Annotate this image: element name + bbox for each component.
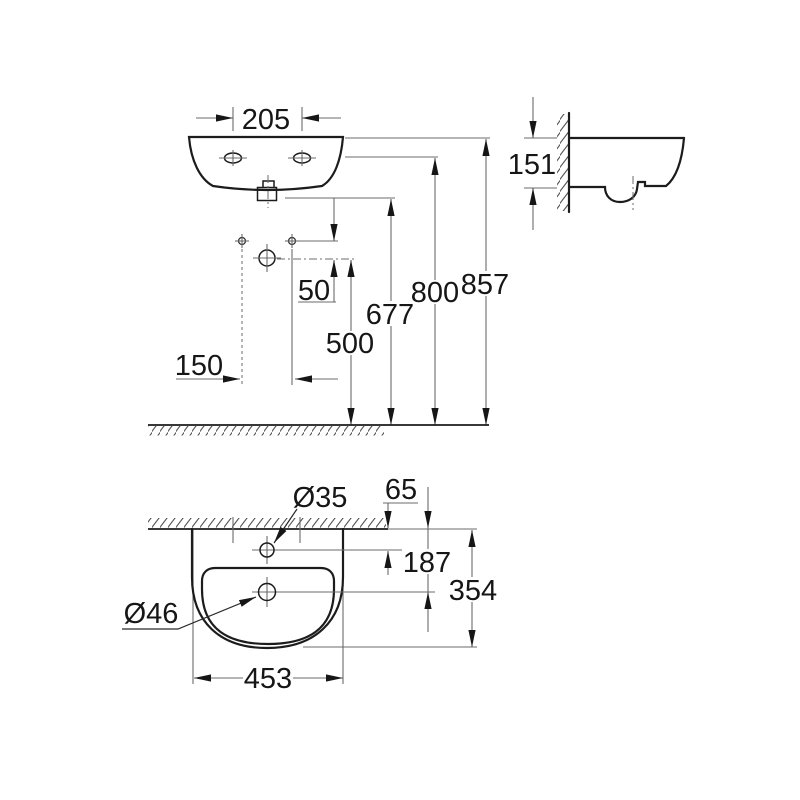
dim-677-label-bg xyxy=(367,301,414,326)
floor xyxy=(148,424,489,436)
drain-body xyxy=(256,186,278,202)
dim-wall-to-drain: 187 xyxy=(402,487,452,632)
faucet-hole-front xyxy=(253,244,281,272)
dim-857-label: 857 xyxy=(461,269,509,301)
dim-354-label-bg xyxy=(448,577,498,602)
plan-wall-hatch xyxy=(148,518,386,529)
plan-faucet-hole: Ø35 xyxy=(252,482,450,564)
front-basin-outline xyxy=(187,135,345,192)
dim-453-label: 453 xyxy=(244,663,292,695)
plan-view: Ø35 Ø46 65 187 xyxy=(122,474,498,695)
front-view: 205 50 150 500 677 xyxy=(148,104,509,436)
dim-500-label: 500 xyxy=(326,328,374,360)
dim-tap-spacing: 205 xyxy=(196,104,341,136)
dim-151-label: 151 xyxy=(508,149,556,181)
side-basin-profile xyxy=(567,136,686,204)
tap-hole-right xyxy=(288,150,316,166)
dim-187-label-bg xyxy=(402,549,452,574)
fixing-hole-right xyxy=(285,234,299,248)
dim-500-label-bg xyxy=(327,331,374,355)
dim-body-depth: 151 xyxy=(508,97,557,230)
dim-857-label-bg xyxy=(462,271,509,296)
dim-wall-to-faucet: 65 xyxy=(383,474,418,575)
dim-187-label: 187 xyxy=(403,547,451,579)
dim-800-label: 800 xyxy=(411,277,459,309)
dim-tap-height: 800 xyxy=(411,158,459,425)
dim-fixing-spacing: 150 xyxy=(175,249,338,385)
side-view: 151 xyxy=(508,97,686,230)
dim-354-label: 354 xyxy=(449,575,497,607)
tap-hole-left xyxy=(219,150,247,166)
dim-drain-height: 677 xyxy=(366,199,414,425)
drain-outlet xyxy=(256,175,278,208)
drain-hole-circle xyxy=(257,582,277,602)
side-wall-hatch xyxy=(557,114,568,211)
dim-205-label: 205 xyxy=(242,104,290,136)
plan-inner-bowl xyxy=(200,566,336,646)
dim-677-label: 677 xyxy=(366,299,414,331)
plan-drain-hole: Ø46 xyxy=(122,577,435,630)
dim-150-label: 150 xyxy=(175,350,223,382)
dim-basin-width: 453 xyxy=(194,663,343,695)
dim-d35-label: Ø35 xyxy=(293,482,348,514)
faucet-hole-circle xyxy=(259,542,275,558)
dim-800-label-bg xyxy=(412,280,459,304)
faucet-hole-leader xyxy=(273,508,298,544)
dim-50-label: 50 xyxy=(298,275,330,307)
floor-hatch xyxy=(148,426,384,436)
fixing-hole-left xyxy=(235,234,249,248)
dim-rim-height: 857 xyxy=(461,139,509,425)
dim-453-label-bg xyxy=(243,663,293,689)
dim-total-depth: 354 xyxy=(303,530,498,648)
dim-hole-offset: 50 xyxy=(298,198,338,307)
drain-hole-leader xyxy=(122,596,257,630)
dim-65-label: 65 xyxy=(385,474,417,506)
dim-faucet-height: 500 xyxy=(326,260,374,425)
plan-basin-outline xyxy=(190,527,345,650)
dim-d46-label: Ø46 xyxy=(124,598,179,630)
